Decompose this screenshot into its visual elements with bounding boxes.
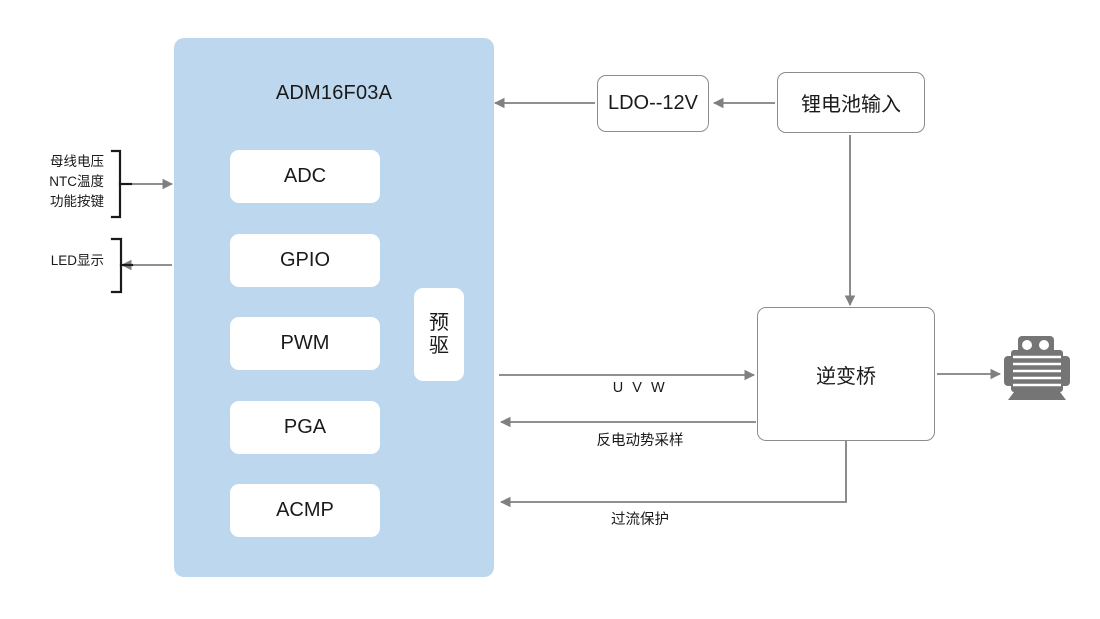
peripheral-block-adc[interactable]: ADC <box>230 150 380 203</box>
mcu-title: ADM16F03A <box>275 82 393 104</box>
connection-label-bemf: 反电动势采样 <box>596 433 684 449</box>
predriver-block[interactable]: 预 驱 <box>414 288 464 381</box>
peripheral-block-pga[interactable]: PGA <box>230 401 380 454</box>
connection-label-overcurrent: 过流保护 <box>611 512 669 528</box>
led-display-label: LED显示 <box>50 253 104 268</box>
bracket-led <box>110 237 123 294</box>
peripheral-block-acmp[interactable]: ACMP <box>230 484 380 537</box>
peripheral-block-gpio[interactable]: GPIO <box>230 234 380 287</box>
input-signal-function-key: 功能按键 <box>50 194 104 209</box>
inverter-bridge-block[interactable]: 逆变桥 <box>757 307 935 441</box>
wire-overcurrent <box>499 441 847 508</box>
predriver-label-char-2: 驱 <box>429 334 449 357</box>
input-signals-label: 母线电压 NTC温度 功能按键 <box>18 152 104 212</box>
electric-motor-icon <box>1004 336 1070 400</box>
connection-label-uvw: U V W <box>612 380 668 396</box>
battery-input-block[interactable]: 锂电池输入 <box>777 72 925 133</box>
ldo-block[interactable]: LDO--12V <box>597 75 709 132</box>
peripheral-block-pwm[interactable]: PWM <box>230 317 380 370</box>
input-signal-ntc-temperature: NTC温度 <box>49 174 104 189</box>
predriver-label-char-1: 预 <box>429 311 449 334</box>
bracket-inputs <box>110 149 122 219</box>
input-signal-bus-voltage: 母线电压 <box>50 154 104 169</box>
